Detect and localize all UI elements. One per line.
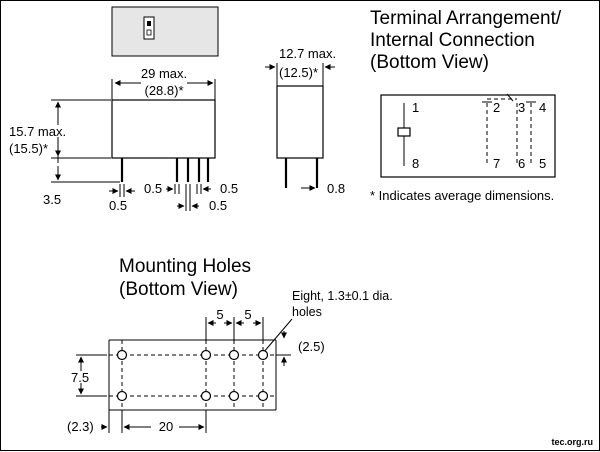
front-height-avg: (15.5)* xyxy=(9,141,48,156)
terminal-6: 6 xyxy=(518,156,525,171)
mounting-heading-line1: Mounting Holes xyxy=(119,256,251,277)
front-pin-width-1: 0.5 xyxy=(109,198,127,213)
span-dim: 20 xyxy=(159,419,173,434)
terminal-heading-line1: Terminal Arrangement/ xyxy=(370,8,562,29)
terminal-heading-line3: (Bottom View) xyxy=(370,52,489,73)
side-width-max: 12.7 max. xyxy=(279,46,336,61)
top-offset-dim: (2.5) xyxy=(298,339,325,354)
watermark: tec.org.ru xyxy=(551,437,593,447)
terminal-1: 1 xyxy=(412,100,419,115)
terminal-7: 7 xyxy=(493,156,500,171)
terminal-4: 4 xyxy=(539,100,546,115)
side-width-avg: (12.5)* xyxy=(279,65,318,80)
front-pin-length: 3.5 xyxy=(43,192,61,207)
front-width-avg: (28.8)* xyxy=(144,83,183,98)
left-offset-dim: (2.3) xyxy=(67,419,94,434)
front-pin-width-2: 0.5 xyxy=(144,181,162,196)
terminal-8: 8 xyxy=(412,156,419,171)
pitch-dim-1: 5 xyxy=(216,307,223,322)
holes-label-line1: Eight, 1.3±0.1 dia. xyxy=(292,289,393,303)
relay-side-view: 12.7 max. (12.5)* 0.8 xyxy=(265,46,345,196)
mounting-heading-line2: (Bottom View) xyxy=(119,279,238,300)
side-pin-dim: 0.8 xyxy=(327,181,345,196)
average-dimensions-note: * Indicates average dimensions. xyxy=(370,188,554,203)
relay-top-view xyxy=(111,6,219,57)
front-pin-width-3: 0.5 xyxy=(220,181,238,196)
front-pin-width-4: 0.5 xyxy=(209,198,227,213)
terminal-2: 2 xyxy=(493,100,500,115)
terminal-5: 5 xyxy=(539,156,546,171)
front-width-max: 29 max. xyxy=(141,66,187,81)
relay-front-view: 29 max. (28.8)* 15.7 max. (15.5)* 3.5 0.… xyxy=(9,66,238,213)
pitch-dim-2: 5 xyxy=(244,307,251,322)
terminal-heading-line2: Internal Connection xyxy=(370,30,535,51)
mounting-holes: 5 5 (2.5) 7.5 (2.3) 20 xyxy=(67,307,325,434)
holes-label-line2: holes xyxy=(292,305,322,319)
terminal-3: 3 xyxy=(518,100,525,115)
front-height-max: 15.7 max. xyxy=(9,124,66,139)
row-gap-dim: 7.5 xyxy=(71,370,89,385)
terminal-arrangement: 1 2 3 4 8 7 6 5 xyxy=(380,93,556,178)
